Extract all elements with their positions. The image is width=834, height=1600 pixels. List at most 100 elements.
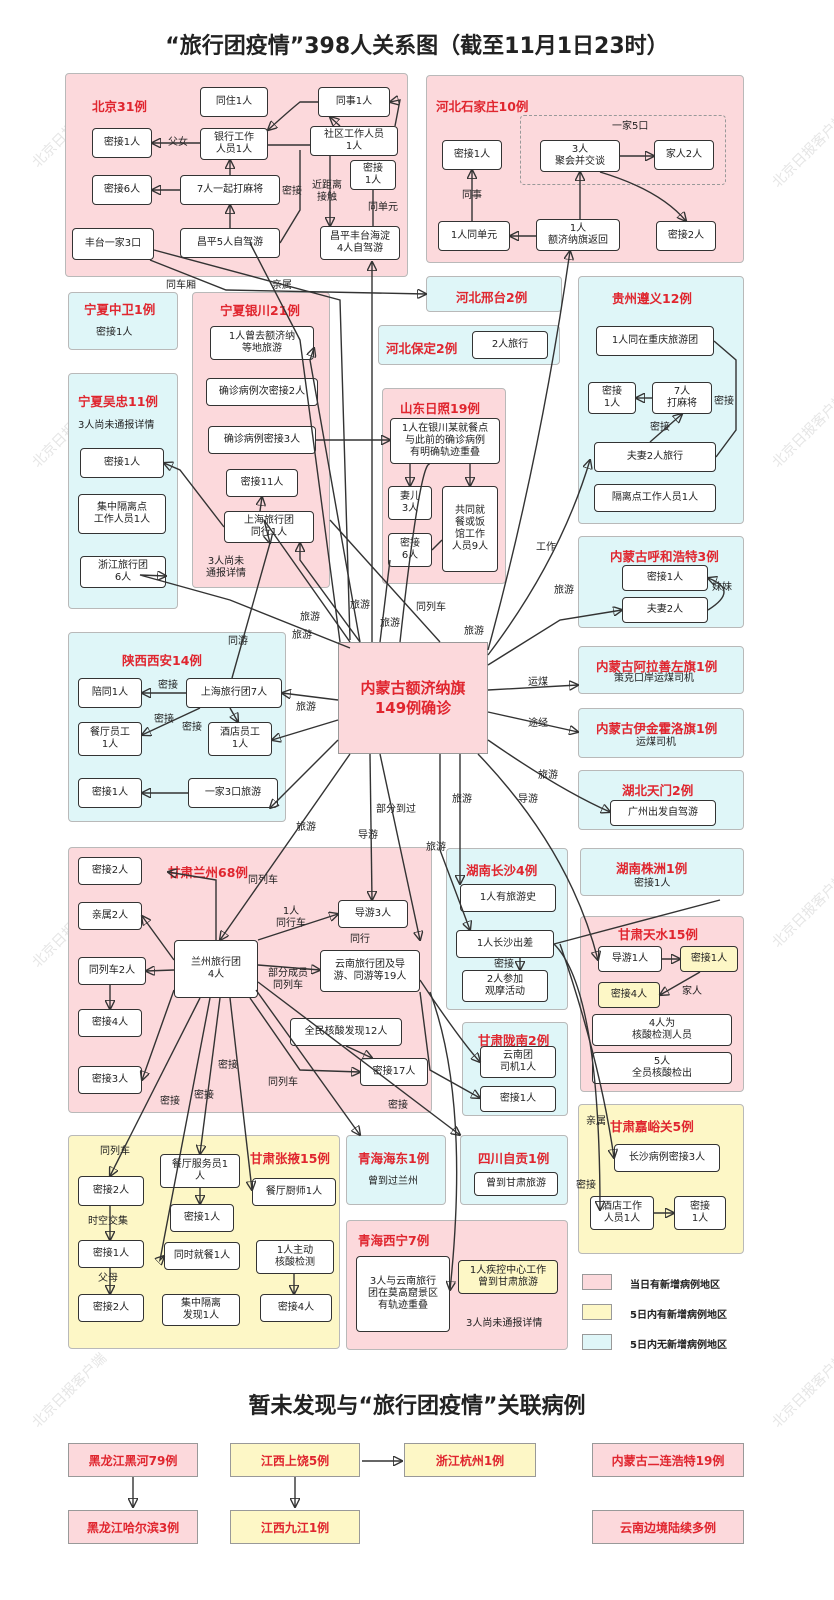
node-yunnan[interactable]: 3人与云南旅行 团在莫高窟景区 有轨迹重叠 [356,1256,450,1332]
edge-label: 密接 [194,1090,214,1101]
node-juhui[interactable]: 3人 聚会并交谈 [540,140,620,172]
node-shequ[interactable]: 社区工作人员 1人 [310,126,398,156]
node-guanmo[interactable]: 2人参加 观摩活动 [462,970,548,1002]
node-peitong[interactable]: 陪同1人 [78,678,142,708]
node-jikong[interactable]: 1人疾控中心工作 曾到甘肃旅游 [458,1260,558,1294]
region-title: 陕西西安14例 [122,653,202,668]
node-mijie17[interactable]: 密接17人 [360,1058,428,1086]
node-tongshi[interactable]: 同时就餐1人 [164,1242,240,1270]
node-mijie[interactable]: 密接1人 [80,448,164,478]
node-hesuan[interactable]: 4人为 核酸检测人员 [592,1014,732,1046]
center-node[interactable]: 内蒙古额济纳旗 149例确诊 [338,642,488,754]
node-mijie[interactable]: 密接1人 [680,946,738,972]
edge-label: 密接 [650,422,670,433]
node-daoyou[interactable]: 导游1人 [598,946,662,972]
edge-label: 家人 [682,986,702,997]
node-majiang[interactable]: 7人一起打麻将 [180,175,280,205]
node-quanyuan[interactable]: 5人 全员核酸检出 [592,1052,732,1084]
node-geli[interactable]: 隔离点工作人员1人 [594,484,716,512]
node-yunnan-border[interactable]: 云南边境陆续多例 [592,1510,744,1544]
node-gz[interactable]: 广州出发自驾游 [610,800,716,826]
node-chongqing[interactable]: 1人同在重庆旅游团 [596,326,714,356]
node-mijie2[interactable]: 密接2人 [78,857,142,885]
node-mijie[interactable]: 密接 1人 [674,1196,726,1230]
node-bank[interactable]: 银行工作 人员1人 [200,128,268,160]
node-fanhui[interactable]: 1人 额济纳旗返回 [536,219,620,251]
node-mijie[interactable]: 密接 1人 [350,160,396,190]
edge-label: 密接 [182,722,202,733]
node-mijie4[interactable]: 密接4人 [78,1009,142,1037]
node-erlian[interactable]: 内蒙古二连浩特19例 [592,1443,744,1477]
edge-label: 同列车 [268,1077,298,1088]
node-tongdanyuan[interactable]: 1人同单元 [438,221,510,251]
node-mijie[interactable]: 密接1人 [622,565,708,591]
node-harbin[interactable]: 黑龙江哈尔滨3例 [68,1510,198,1544]
node-yunnan[interactable]: 云南旅行团及导 游、同游等19人 [320,950,420,992]
node-heihe[interactable]: 黑龙江黑河79例 [68,1443,198,1477]
edge-label: 导游 [358,830,378,841]
region-title: 甘肃嘉峪关5例 [610,1119,694,1134]
node-couple[interactable]: 夫妻2人 [622,597,708,623]
node-fuwuyuan[interactable]: 餐厅服务员1 人 [160,1154,240,1188]
edge-label: 旅游 [350,600,370,611]
region-title: 宁夏中卫1例 [84,302,156,317]
node-hangzhou[interactable]: 浙江杭州1例 [404,1443,536,1477]
node-cp-haidian[interactable]: 昌平丰台海淀 4人自驾游 [320,226,400,260]
node-restaurant[interactable]: 共同就 餐或饭 馆工作 人员9人 [442,486,498,572]
node-mijie4[interactable]: 密接4人 [260,1294,332,1322]
node-mijie4[interactable]: 密接4人 [598,982,660,1008]
node-zhejiang[interactable]: 浙江旅行团 6人 [80,556,166,588]
node-qinshu[interactable]: 亲属2人 [78,902,142,930]
node-tongzhu[interactable]: 同住1人 [200,87,268,117]
node-lvyou[interactable]: 1人有旅游史 [460,884,556,912]
legend-label: 5日内无新增病例地区 [630,1340,727,1351]
node-gansu[interactable]: 曾到甘肃旅游 [474,1172,558,1196]
region-sub: 密接1人 [634,878,671,889]
node-jiujiang[interactable]: 江西九江1例 [230,1510,360,1544]
node-geli[interactable]: 集中隔离点 工作人员1人 [78,494,166,534]
node-ciji[interactable]: 确诊病例次密接2人 [206,378,318,406]
node-mijie[interactable]: 密接 1人 [588,382,636,414]
node-mijie[interactable]: 密接1人 [442,140,502,170]
node-tuan[interactable]: 兰州旅行团 4人 [174,940,258,998]
node-jiudian[interactable]: 酒店员工 1人 [208,722,272,756]
node-mijie6[interactable]: 密接6人 [92,175,152,205]
node-ejina[interactable]: 1人曾去额济纳 等地旅游 [210,326,314,360]
edge-label: 密接 [154,714,174,725]
node-mijie2[interactable]: 密接2人 [78,1176,144,1206]
node-mijie2[interactable]: 密接2人 [656,221,716,251]
node-shanghai[interactable]: 上海旅行团7人 [186,678,282,708]
node-daoyou[interactable]: 导游3人 [338,900,408,928]
node-chushi[interactable]: 餐厅厨师1人 [252,1178,336,1206]
node-jiaren[interactable]: 家人2人 [654,140,714,170]
node-tonglieche[interactable]: 同列车2人 [78,957,146,985]
edge-label: 旅游 [296,822,316,833]
node-tongshi[interactable]: 同事1人 [318,87,390,117]
region-title: 北京31例 [92,99,147,114]
edge-label: 旅游 [452,794,472,805]
edge-label: 工作 [536,542,556,553]
node-shangrao[interactable]: 江西上饶5例 [230,1443,360,1477]
node-wife[interactable]: 妻儿 3人 [388,486,432,520]
node-couple[interactable]: 夫妻2人旅行 [594,442,716,472]
edge-label: 旅游 [296,702,316,713]
node-chuchai[interactable]: 1人长沙出差 [456,930,554,958]
region-title: 河北邢台2例 [456,290,528,305]
node-canting[interactable]: 餐厅员工 1人 [78,722,142,756]
node-main[interactable]: 1人在银川某就餐点 与此前的确诊病例 有明确轨迹重叠 [390,418,500,464]
node-family3[interactable]: 一家3口旅游 [188,778,278,808]
node-travel[interactable]: 2人旅行 [472,331,548,359]
family-group [520,115,726,185]
node-mijie3[interactable]: 确诊病例密接3人 [208,426,316,454]
node-changping[interactable]: 昌平5人自驾游 [180,228,280,258]
node-jizhong[interactable]: 集中隔离 发现1人 [162,1294,240,1326]
node-fengtai[interactable]: 丰台一家3口 [72,228,154,260]
node-zhudong[interactable]: 1人主动 核酸检测 [256,1240,334,1274]
edge-label: 近距离 接触 [312,180,342,203]
node-changsha[interactable]: 长沙病例密接3人 [614,1144,720,1172]
node-majiang[interactable]: 7人 打麻将 [652,382,712,414]
node-quanmin[interactable]: 全民核酸发现12人 [290,1018,402,1046]
node-mijie2b[interactable]: 密接2人 [78,1294,144,1322]
node-text: 密接1人 [96,327,133,338]
